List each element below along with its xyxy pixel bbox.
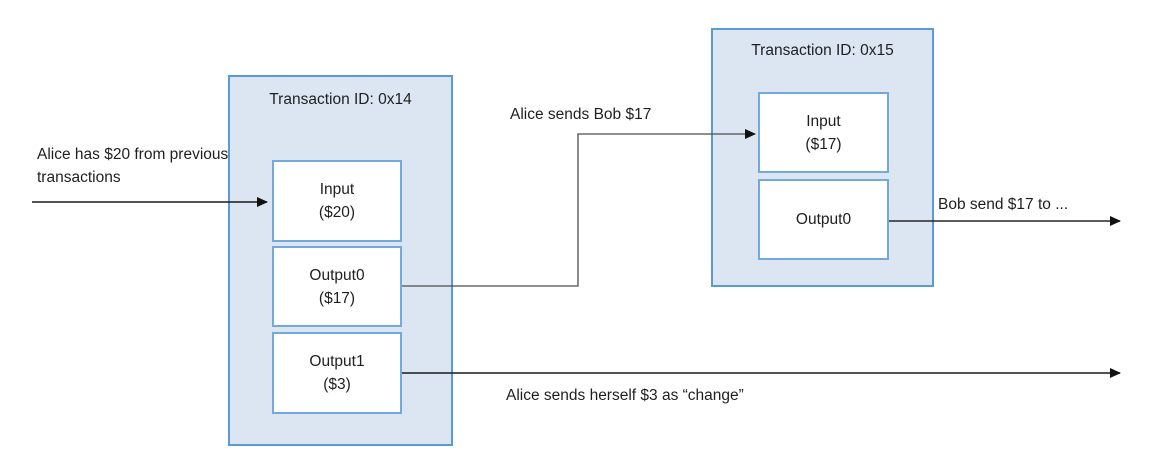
node-tx15-output0: Output0 xyxy=(758,179,889,260)
node-tx14-input: Input ($20) xyxy=(272,160,402,242)
node-tx14-output1-name: Output1 xyxy=(309,353,365,370)
node-tx15-input: Input ($17) xyxy=(758,92,889,173)
node-tx14-input-name: Input xyxy=(319,181,355,198)
node-tx14-output0-name: Output0 xyxy=(309,266,365,284)
transaction-0x15-title: Transaction ID: 0x15 xyxy=(751,42,894,59)
label-change: Alice sends herself $3 as “change” xyxy=(506,387,744,404)
node-tx14-output0: Output0 ($17) xyxy=(272,246,402,327)
label-alice-sends-bob: Alice sends Bob $17 xyxy=(510,106,652,123)
node-tx14-output1: Output1 ($3) xyxy=(272,332,402,414)
label-bob-onward: Bob send $17 to ... xyxy=(938,196,1069,213)
node-tx15-output0-name: Output0 xyxy=(795,211,852,228)
connector-tx14-output0-to-tx15-input xyxy=(402,129,756,287)
node-tx15-input-name: Input xyxy=(806,112,841,130)
transaction-0x14-title: Transaction ID: 0x14 xyxy=(269,91,412,108)
label-incoming-funds: Alice has $20 from previous transactions xyxy=(37,146,229,186)
node-tx14-input-amount: ($20) xyxy=(318,204,356,221)
node-tx15-input-amount: ($17) xyxy=(805,135,842,153)
node-tx14-output0-amount: ($17) xyxy=(318,289,356,307)
node-tx14-output1-amount: ($3) xyxy=(323,376,351,393)
